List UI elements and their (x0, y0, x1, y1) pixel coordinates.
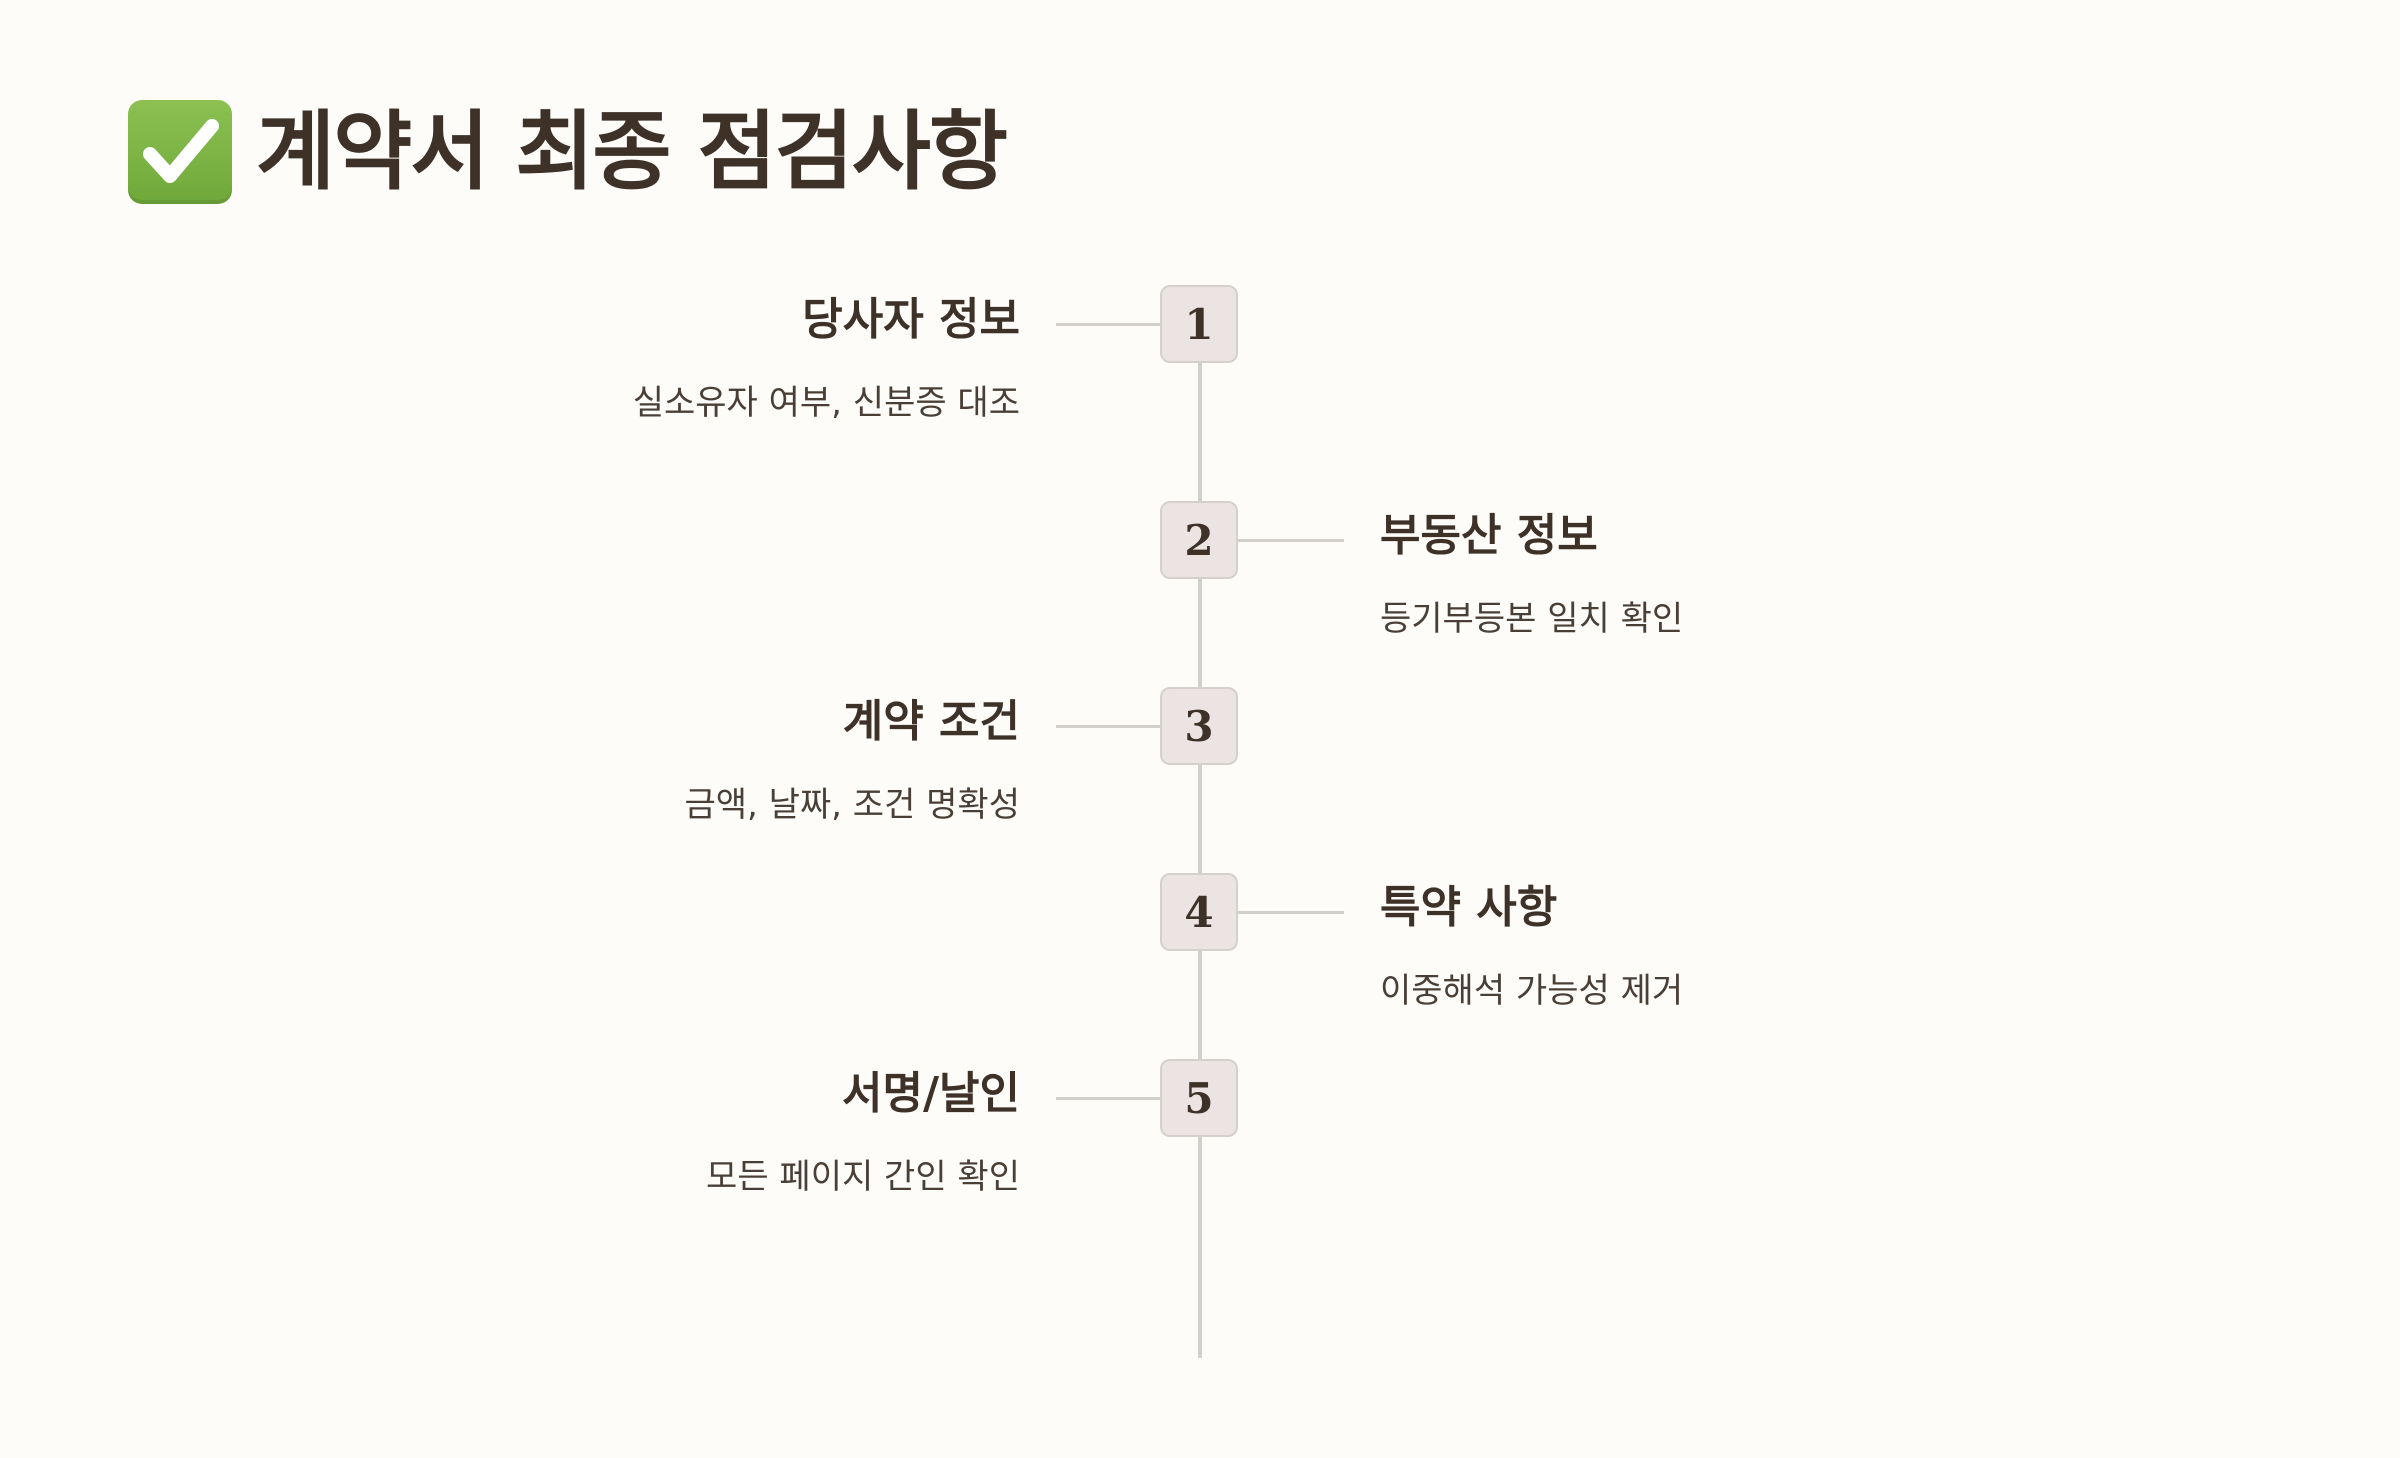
step-3-number: 3 (1184, 701, 1214, 751)
step-5-number: 5 (1184, 1073, 1214, 1123)
step-4-number: 4 (1184, 887, 1214, 937)
step-1-badge: 1 (1160, 285, 1238, 363)
step-4-desc: 이중해석 가능성 제거 (1380, 971, 1684, 1011)
page-title-text: 계약서 최종 점검사항 (256, 102, 1008, 202)
step-5-title: 서명/날인 (842, 1068, 1020, 1119)
step-5-badge: 5 (1160, 1059, 1238, 1137)
step-2-title: 부동산 정보 (1380, 510, 1598, 561)
step-3-badge: 3 (1160, 687, 1238, 765)
step-2-desc: 등기부등본 일치 확인 (1380, 599, 1684, 639)
step-3-title: 계약 조건 (842, 696, 1020, 747)
step-4-title: 특약 사항 (1380, 882, 1558, 933)
check-mark-button-icon (128, 100, 232, 204)
step-2-number: 2 (1184, 515, 1214, 565)
step-1-desc: 실소유자 여부, 신분증 대조 (632, 383, 1020, 423)
step-2-connector (1238, 539, 1344, 542)
step-2-badge: 2 (1160, 501, 1238, 579)
page-title: 계약서 최종 점검사항 (128, 92, 1008, 212)
step-4-connector (1238, 911, 1344, 914)
step-1-number: 1 (1184, 299, 1214, 349)
step-4-badge: 4 (1160, 873, 1238, 951)
step-3-connector (1056, 725, 1160, 728)
step-5-desc: 모든 페이지 간인 확인 (706, 1157, 1020, 1197)
step-5-connector (1056, 1097, 1160, 1100)
timeline-axis (1198, 320, 1202, 1358)
step-1-connector (1056, 323, 1160, 326)
step-1-title: 당사자 정보 (802, 294, 1020, 345)
step-3-desc: 금액, 날짜, 조건 명확성 (684, 785, 1020, 825)
